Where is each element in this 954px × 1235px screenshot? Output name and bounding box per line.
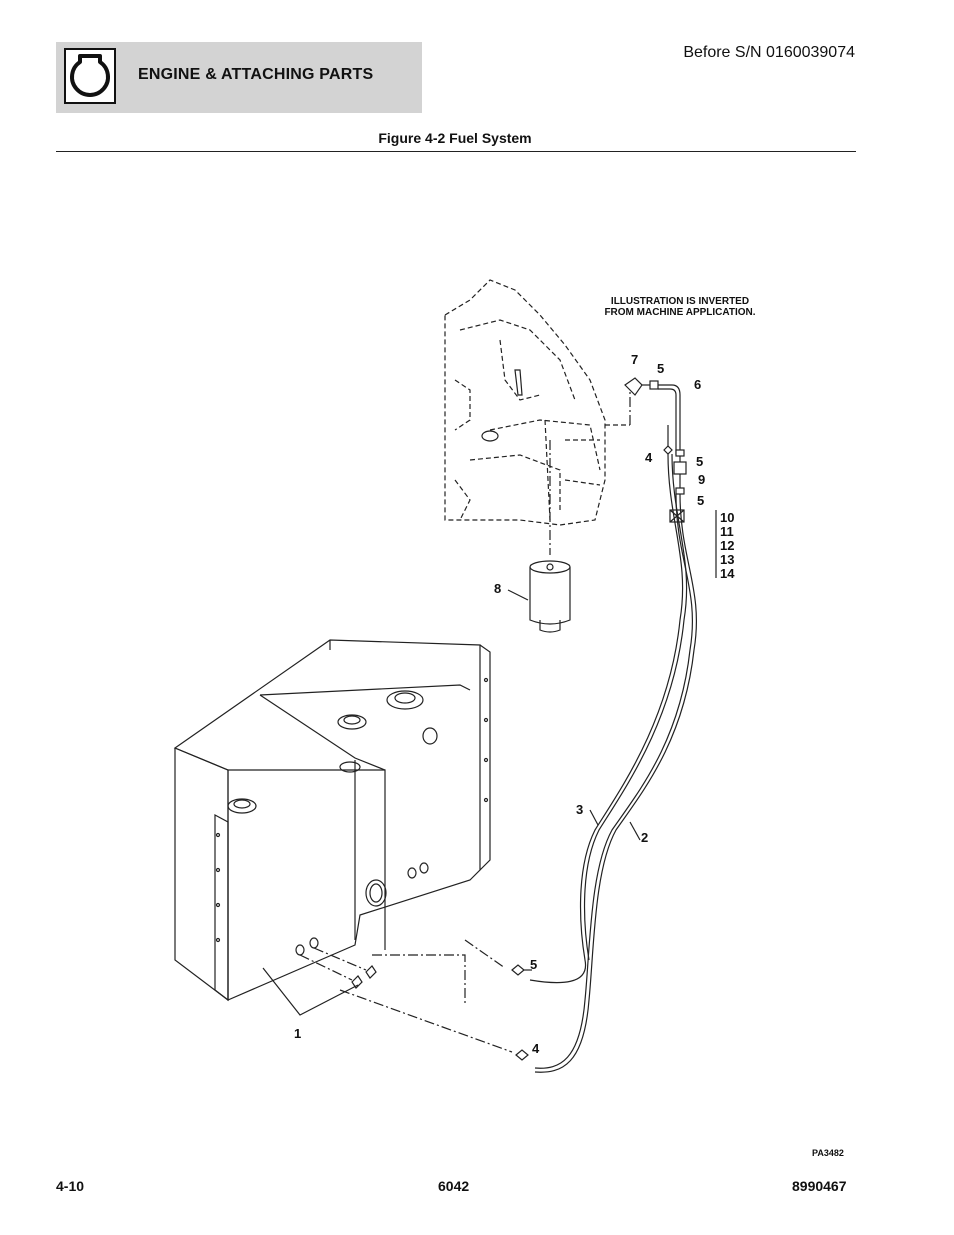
- model-number: 6042: [438, 1178, 470, 1194]
- engine-phantom: [444, 279, 630, 526]
- callout-9: 9: [698, 472, 706, 487]
- callout-4: 4: [532, 1041, 540, 1056]
- callout-12: 12: [720, 538, 735, 553]
- callout-5: 5: [530, 957, 538, 972]
- header-rule: [56, 151, 856, 152]
- callout-4: 4: [645, 450, 653, 465]
- callout-14: 14: [720, 566, 735, 581]
- figure-title: Figure 4-2 Fuel System: [378, 130, 532, 146]
- serial-note: Before S/N 0160039074: [683, 44, 855, 61]
- section-title: ENGINE & ATTACHING PARTS: [138, 66, 374, 83]
- callout-5: 5: [657, 361, 665, 376]
- note-line-1: ILLUSTRATION IS INVERTED: [610, 296, 750, 307]
- page-number: 4-10: [56, 1178, 85, 1194]
- image-code: PA3482: [812, 1148, 844, 1158]
- section-header: ENGINE & ATTACHING PARTS: [56, 42, 422, 113]
- callout-6: 6: [694, 377, 702, 392]
- callout-7: 7: [631, 352, 639, 367]
- illustration-note: ILLUSTRATION IS INVERTED FROM MACHINE AP…: [560, 296, 800, 318]
- engine-icon: [64, 48, 116, 104]
- callout-1: 1: [294, 1026, 302, 1041]
- fuel-filter: [529, 560, 571, 633]
- callout-5: 5: [696, 454, 704, 469]
- callout-5: 5: [697, 493, 705, 508]
- callout-2: 2: [641, 830, 649, 845]
- callout-13: 13: [720, 552, 735, 567]
- fuel-hoses: [529, 453, 698, 1073]
- callout-8: 8: [494, 581, 502, 596]
- fuel-tank: [173, 639, 491, 1002]
- document-number: 8990467: [792, 1178, 847, 1194]
- callout-3: 3: [576, 802, 584, 817]
- callout-10: 10: [720, 510, 735, 525]
- callout-11: 11: [720, 524, 734, 539]
- note-line-2: FROM MACHINE APPLICATION.: [604, 307, 756, 318]
